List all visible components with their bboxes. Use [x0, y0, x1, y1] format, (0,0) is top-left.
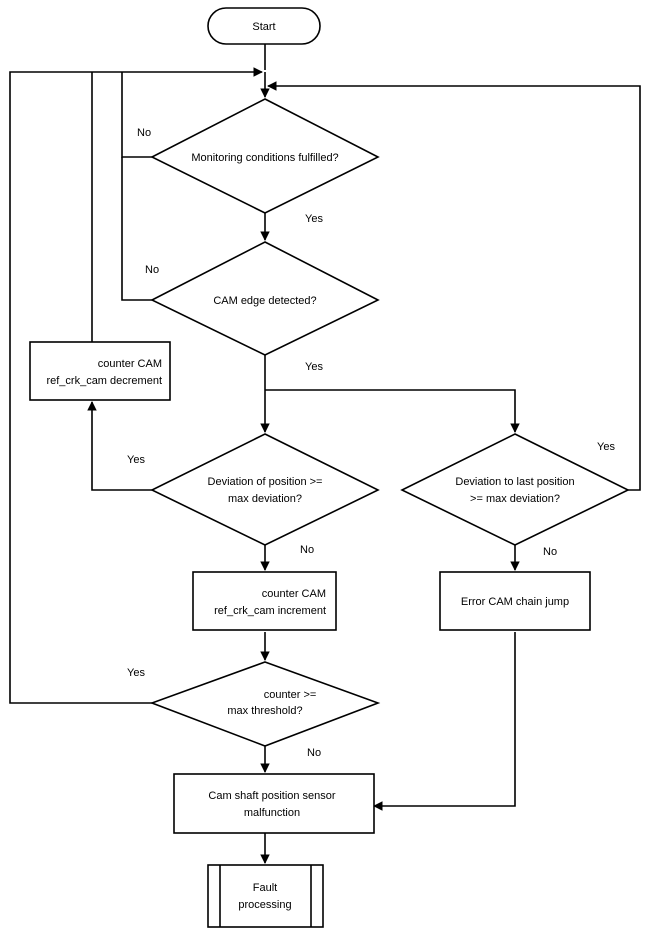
label-monitoring-no: No	[137, 127, 151, 139]
last-position-line-2: >= max deviation?	[470, 493, 560, 505]
decrement-line-2: ref_crk_cam decrement	[46, 375, 162, 387]
fault-line-1: Fault	[253, 882, 277, 894]
last-position-line-1: Deviation to last position	[455, 476, 574, 488]
edge-labels: No Yes No Yes Yes No Yes No Yes No	[127, 127, 615, 759]
process-counter-increment: counter CAM ref_crk_cam increment	[192, 571, 337, 631]
threshold-line-1: counter >=	[264, 689, 317, 701]
decision-monitoring-label: Monitoring conditions fulfilled?	[191, 152, 338, 164]
increment-line-2: ref_crk_cam increment	[214, 605, 326, 617]
edge-threshold-yes-loop	[9, 67, 263, 704]
edge-monitoring-no-loop	[121, 72, 152, 158]
edge-last-position-yes-loop	[267, 81, 641, 491]
decision-deviation-of-position: Deviation of position >= max deviation?	[150, 433, 380, 546]
label-deviation-no: No	[300, 544, 314, 556]
connectors	[9, 44, 641, 864]
threshold-line-2: max threshold?	[227, 705, 302, 717]
increment-line-1: counter CAM	[262, 588, 326, 600]
deviation-line-2: max deviation?	[228, 493, 302, 505]
label-threshold-yes: Yes	[127, 667, 145, 679]
label-cam-edge-no: No	[145, 264, 159, 276]
label-monitoring-yes: Yes	[305, 213, 323, 225]
start-terminator: Start	[207, 7, 321, 45]
fault-line-2: processing	[238, 899, 291, 911]
start-label: Start	[252, 21, 275, 33]
deviation-line-1: Deviation of position >=	[208, 476, 323, 488]
edge-error-to-malfunction	[373, 632, 516, 811]
process-counter-decrement: counter CAM ref_crk_cam decrement	[29, 341, 171, 401]
decision-monitoring-conditions: Monitoring conditions fulfilled?	[150, 98, 380, 214]
process-fault-processing: Fault processing	[207, 864, 324, 928]
edge-split-right	[265, 389, 520, 433]
edge-cam-edge-no-loop	[121, 157, 152, 301]
label-cam-edge-yes: Yes	[305, 361, 323, 373]
edge-deviation-yes	[87, 401, 152, 491]
decision-cam-edge-detected: CAM edge detected?	[150, 241, 380, 356]
decrement-line-1: counter CAM	[98, 358, 162, 370]
decision-counter-max-threshold: counter >= max threshold?	[149, 661, 381, 747]
malfunction-line-1: Cam shaft position sensor	[208, 790, 336, 802]
label-threshold-no: No	[307, 747, 321, 759]
malfunction-line-2: malfunction	[244, 807, 300, 819]
decision-cam-edge-label: CAM edge detected?	[213, 295, 316, 307]
label-last-position-yes: Yes	[597, 441, 615, 453]
process-sensor-malfunction: Cam shaft position sensor malfunction	[173, 773, 375, 834]
error-chain-jump-label: Error CAM chain jump	[461, 596, 569, 608]
label-last-position-no: No	[543, 546, 557, 558]
decision-deviation-to-last-position: Deviation to last position >= max deviat…	[400, 433, 630, 546]
label-deviation-yes: Yes	[127, 454, 145, 466]
process-error-chain-jump: Error CAM chain jump	[439, 571, 591, 631]
